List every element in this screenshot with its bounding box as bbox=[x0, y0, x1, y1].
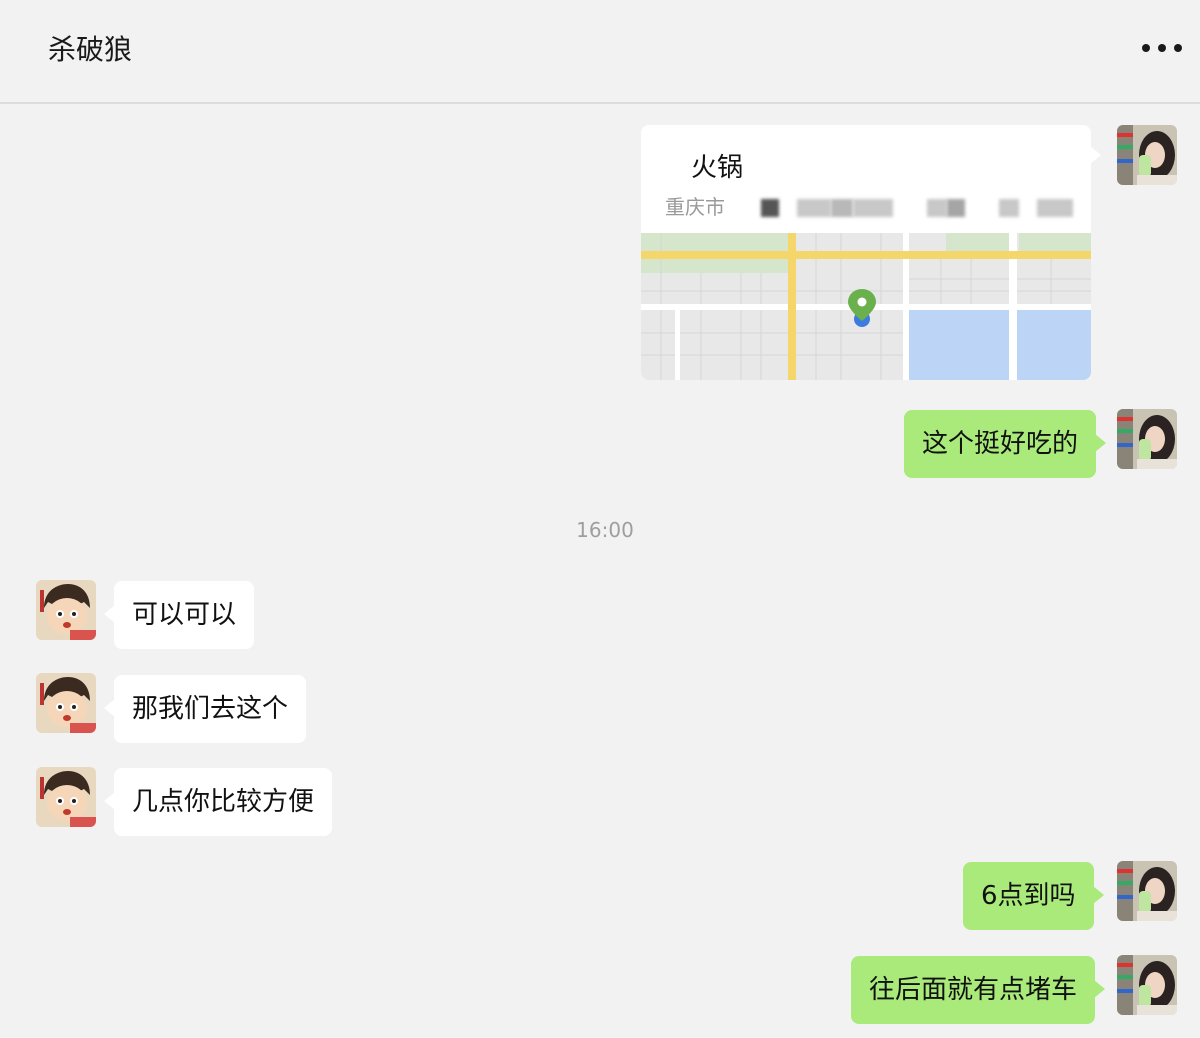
sent-message-bubble[interactable]: 往后面就有点堵车 bbox=[851, 956, 1106, 1024]
avatar-photo-icon bbox=[1117, 409, 1177, 469]
more-dots-icon[interactable] bbox=[1142, 36, 1182, 60]
avatar-photo-icon bbox=[1117, 861, 1177, 921]
sent-message-bubble[interactable]: 6点到吗 bbox=[963, 862, 1104, 930]
bubble-tail bbox=[1090, 146, 1101, 164]
blurred-region bbox=[641, 149, 689, 179]
my-avatar[interactable] bbox=[1117, 409, 1177, 469]
avatar-cartoon-icon bbox=[36, 580, 96, 640]
avatar-cartoon-icon bbox=[36, 673, 96, 733]
my-avatar[interactable] bbox=[1117, 861, 1177, 921]
map-image bbox=[641, 233, 1091, 380]
location-address: 重庆市 bbox=[665, 195, 725, 219]
blurred-address bbox=[761, 199, 1081, 217]
chat-title: 杀破狼 bbox=[48, 33, 133, 66]
avatar-cartoon-icon bbox=[36, 767, 96, 827]
dot bbox=[1174, 44, 1182, 52]
avatar-photo-icon bbox=[1117, 125, 1177, 185]
dot bbox=[1158, 44, 1166, 52]
location-place-name: 火锅 bbox=[691, 153, 744, 183]
chat-timestamp: 16:00 bbox=[576, 518, 634, 542]
dot bbox=[1142, 44, 1150, 52]
chat-header: 杀破狼 bbox=[0, 0, 1200, 104]
sent-message-bubble[interactable]: 这个挺好吃的 bbox=[904, 410, 1107, 478]
received-message-bubble[interactable]: 那我们去这个 bbox=[103, 675, 307, 743]
location-map-preview bbox=[641, 233, 1091, 380]
my-avatar[interactable] bbox=[1117, 125, 1177, 185]
contact-avatar[interactable] bbox=[36, 767, 96, 827]
avatar-photo-icon bbox=[1117, 955, 1177, 1015]
received-message-bubble[interactable]: 几点你比较方便 bbox=[103, 768, 333, 836]
contact-avatar[interactable] bbox=[36, 580, 96, 640]
received-message-bubble[interactable]: 可以可以 bbox=[103, 581, 255, 649]
my-avatar[interactable] bbox=[1117, 955, 1177, 1015]
contact-avatar[interactable] bbox=[36, 673, 96, 733]
location-message-card[interactable]: 火锅 重庆市 bbox=[641, 125, 1091, 380]
